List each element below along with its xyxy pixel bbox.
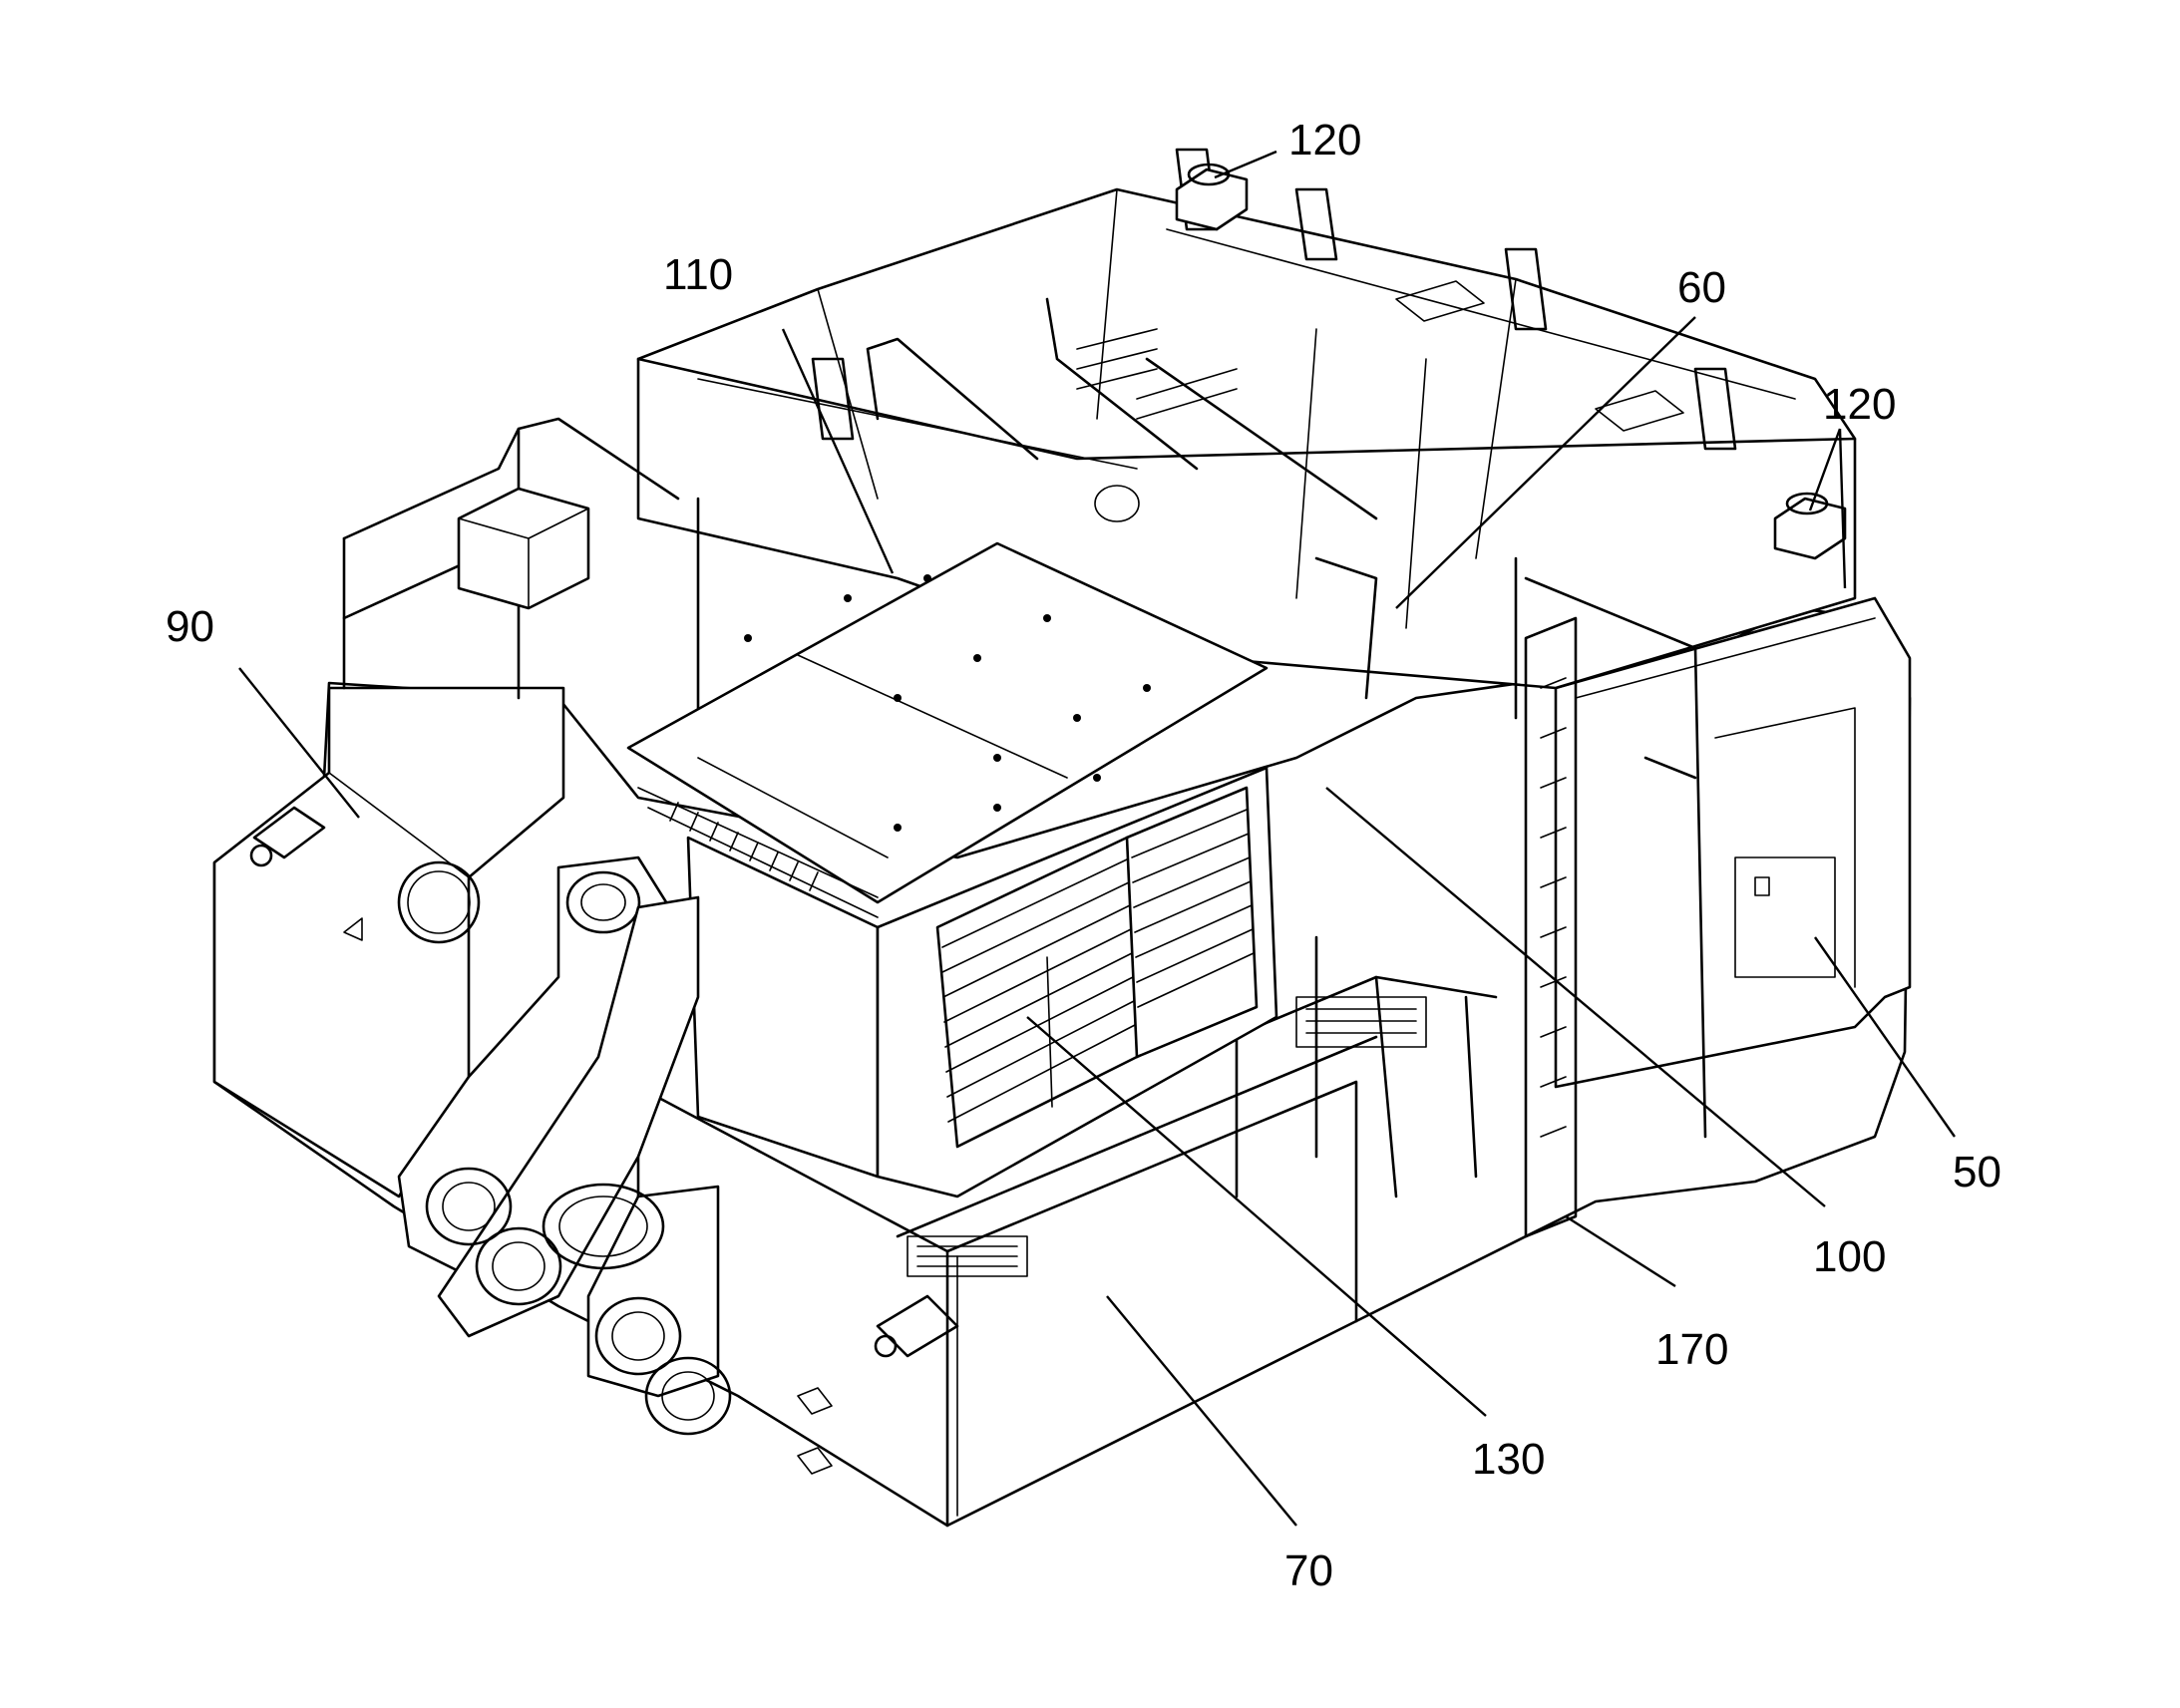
leader-60 bbox=[1395, 316, 1696, 609]
label-170: 170 bbox=[1655, 1325, 1728, 1374]
leader-90 bbox=[238, 667, 360, 819]
leader-100 bbox=[1325, 787, 1826, 1207]
misc-components bbox=[249, 163, 1847, 1358]
label-50: 50 bbox=[1953, 1148, 2001, 1196]
upper-frame bbox=[636, 148, 1857, 690]
leader-120-right-b bbox=[1838, 428, 1847, 589]
leader-120-top bbox=[1214, 150, 1277, 179]
label-90: 90 bbox=[166, 602, 214, 651]
label-120-right: 120 bbox=[1823, 380, 1896, 429]
label-130: 130 bbox=[1472, 1435, 1545, 1484]
leader-110 bbox=[781, 328, 895, 574]
label-110: 110 bbox=[663, 250, 733, 299]
label-70: 70 bbox=[1284, 1546, 1333, 1595]
leader-50 bbox=[1814, 936, 1956, 1138]
handrails bbox=[342, 297, 1707, 1238]
leader-70 bbox=[1106, 1295, 1297, 1527]
label-120-top: 120 bbox=[1288, 116, 1361, 165]
leader-170 bbox=[1565, 1214, 1676, 1288]
leader-120-right-a bbox=[1808, 428, 1842, 512]
leader-lines bbox=[238, 150, 1956, 1527]
reference-labels: 120 110 60 120 90 50 100 170 130 70 bbox=[166, 116, 2001, 1595]
boom-lugs bbox=[397, 855, 833, 1475]
label-100: 100 bbox=[1813, 1232, 1886, 1281]
leader-130 bbox=[1026, 1016, 1487, 1417]
label-60: 60 bbox=[1677, 263, 1726, 312]
cooler-unit bbox=[626, 541, 1278, 1198]
